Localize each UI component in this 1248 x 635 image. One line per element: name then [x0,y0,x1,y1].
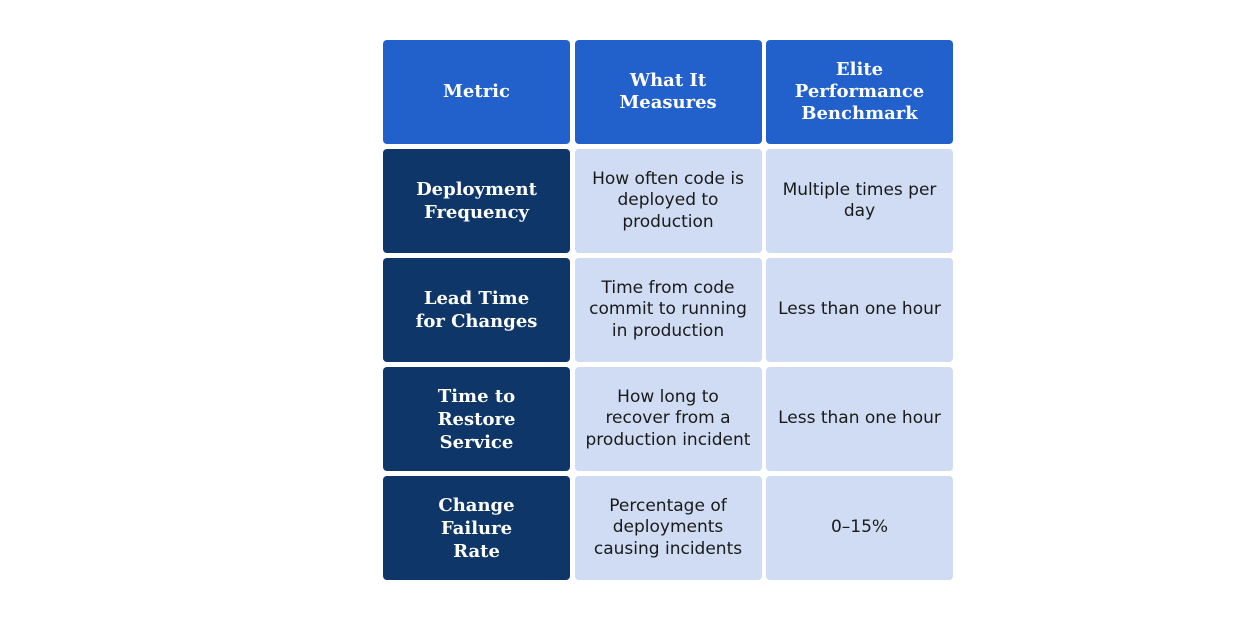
row-4-benchmark: 0–15% [766,476,953,580]
row-4-metric: Change Failure Rate [383,476,570,580]
row-2-benchmark: Less than one hour [766,258,953,362]
row-3-measures: How long to recover from a production in… [574,367,762,471]
row-3-benchmark: Less than one hour [766,367,953,471]
header-metric: Metric [383,40,570,144]
row-1-benchmark: Multiple times per day [766,149,953,253]
row-1-measures: How often code is deployed to production [574,149,762,253]
row-2-metric: Lead Time for Changes [383,258,570,362]
metrics-table: Metric What It Measures Elite Performanc… [383,40,953,580]
row-2-measures: Time from code commit to running in prod… [574,258,762,362]
row-4-measures: Percentage of deployments causing incide… [574,476,762,580]
header-elite-benchmark: Elite Performance Benchmark [766,40,953,144]
row-3-metric: Time to Restore Service [383,367,570,471]
row-1-metric: Deployment Frequency [383,149,570,253]
header-what-it-measures: What It Measures [574,40,762,144]
